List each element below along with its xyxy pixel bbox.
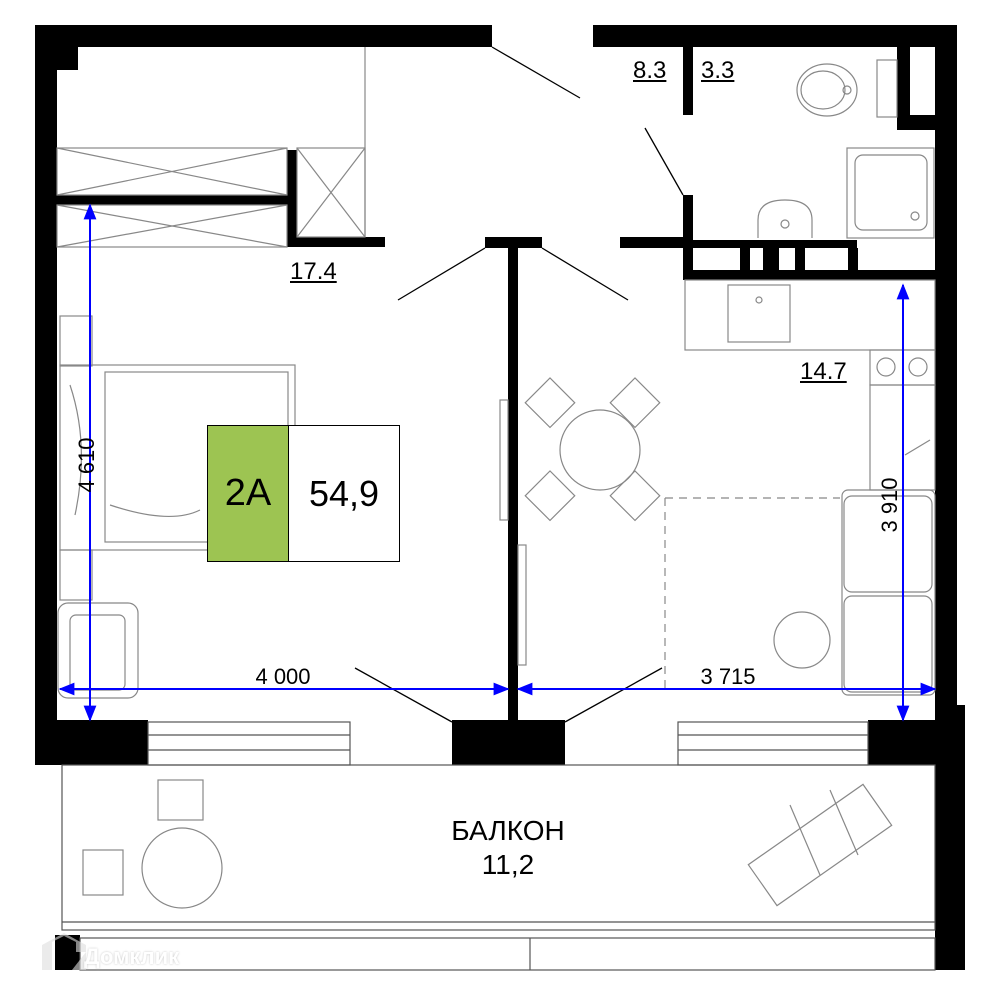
- walls: [35, 25, 965, 970]
- kitchen-area-label: 14.7: [800, 358, 847, 385]
- domclick-logo-icon: [42, 933, 86, 970]
- apartment-total-area: 54,9: [308, 472, 380, 514]
- bathroom-area-label: 3.3: [701, 57, 735, 84]
- dimension-bedroom-depth: 4 610: [74, 437, 99, 493]
- balcony-area: 11,2: [481, 849, 535, 880]
- dimension-kitchen-width: 3 715: [700, 664, 756, 689]
- balcony-label: БАЛКОН: [451, 815, 565, 846]
- watermark: Домклик: [84, 944, 180, 969]
- wardrobe: [56, 47, 366, 248]
- doors: [354, 46, 684, 723]
- bedroom-area-label: 17.4: [290, 258, 337, 285]
- dimension-bedroom-width: 4 000: [255, 664, 311, 689]
- apartment-type: 2A: [208, 426, 289, 561]
- kitchen-furniture: [499, 349, 936, 696]
- apartment-badge: 2A 54,9: [207, 425, 400, 562]
- bathroom-fixtures: [684, 59, 936, 351]
- hall-area-label: 8.3: [633, 57, 667, 84]
- dimension-lines: [58, 203, 937, 722]
- windows: [61, 721, 936, 971]
- balcony-furniture: [82, 779, 893, 909]
- dimension-kitchen-depth: 3 910: [877, 477, 902, 533]
